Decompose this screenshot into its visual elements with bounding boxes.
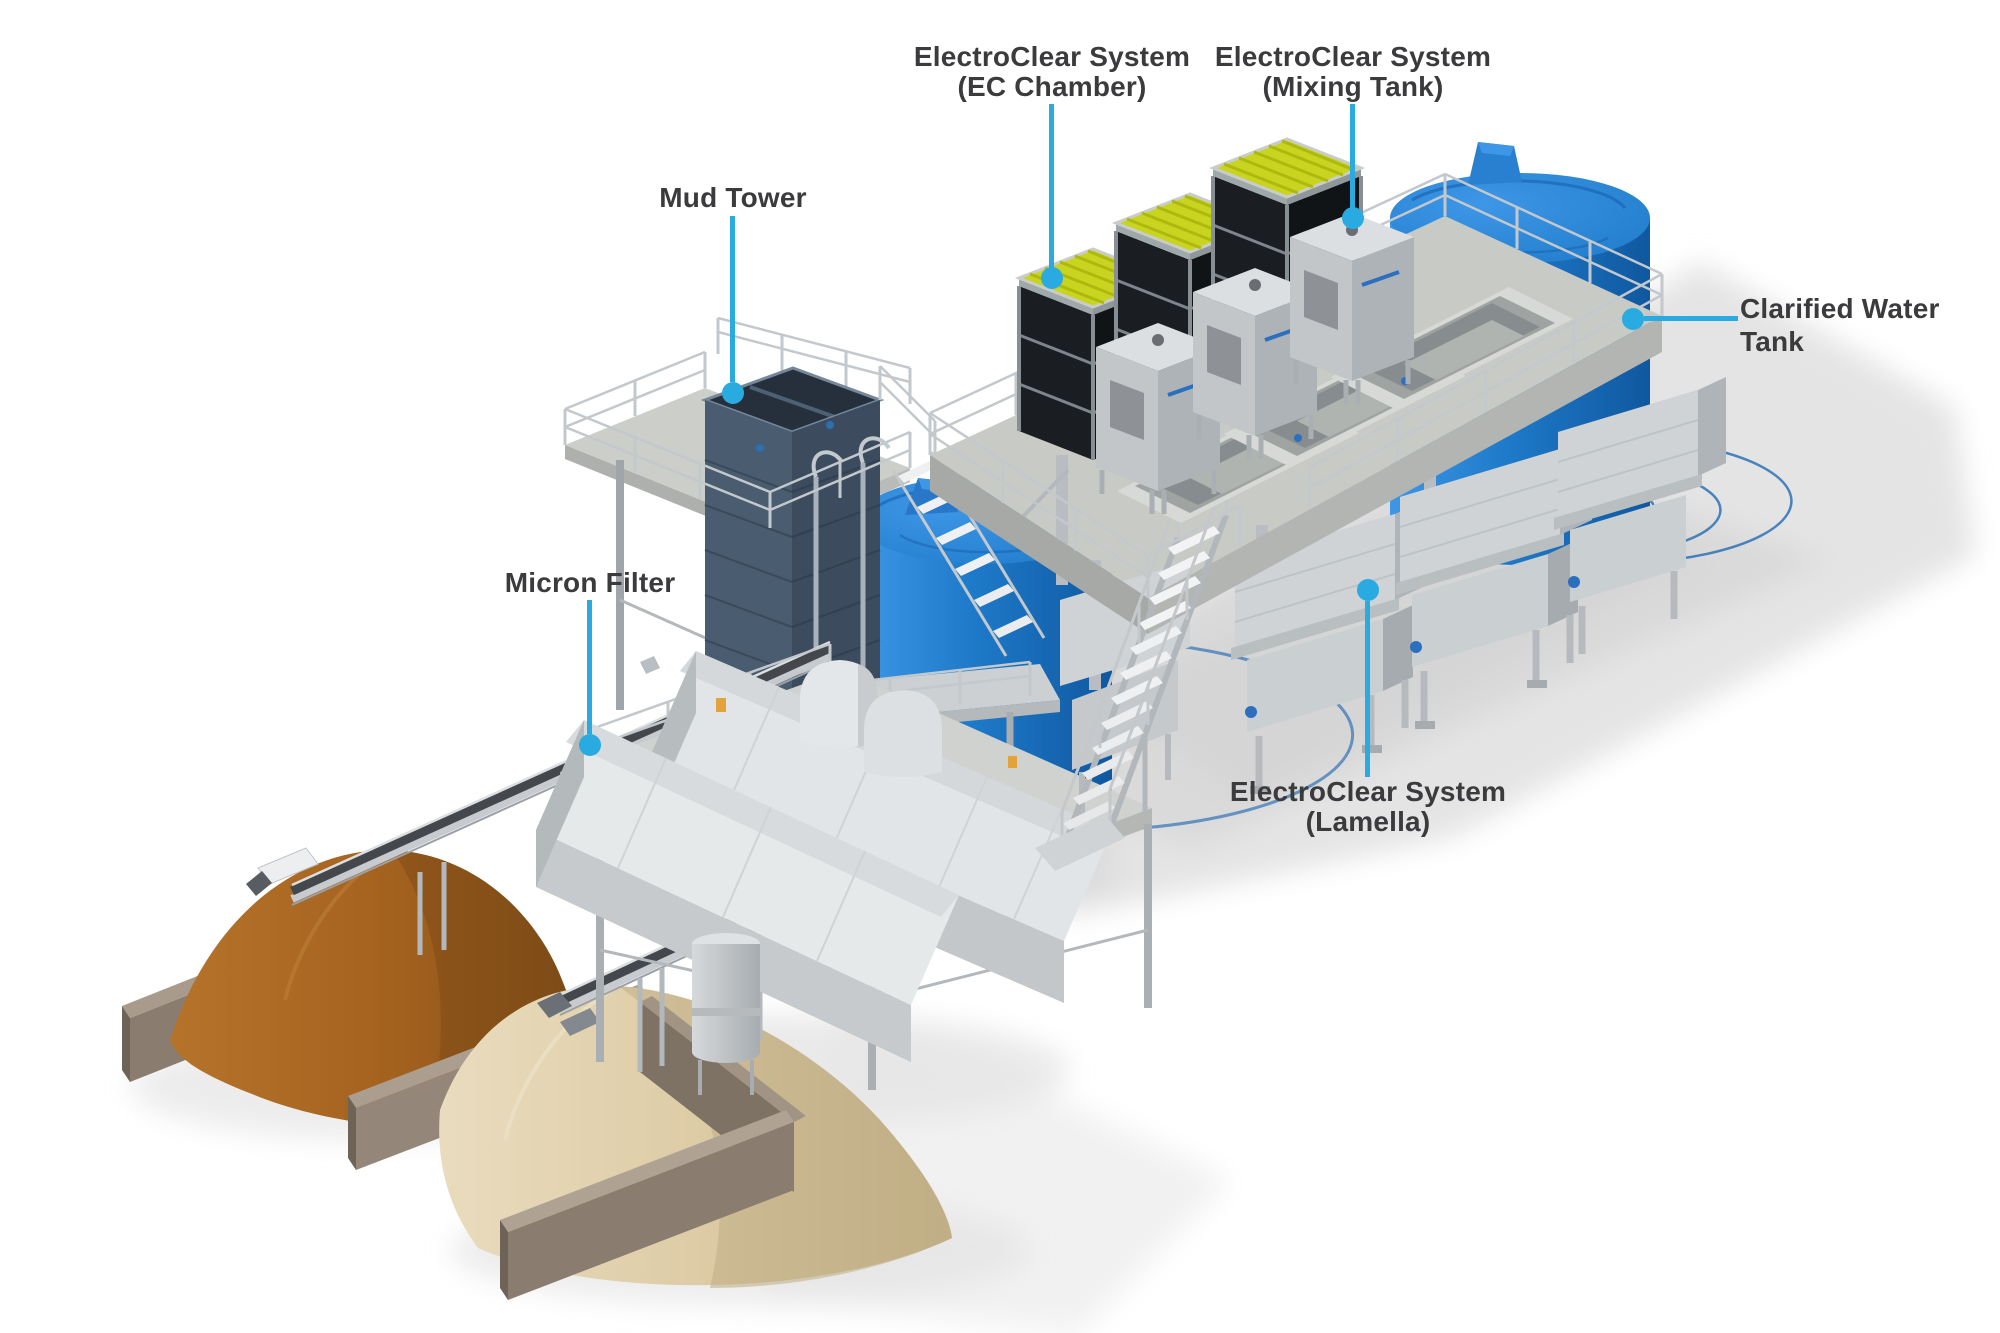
leader-mud-tower — [730, 216, 735, 382]
dot-mud-tower — [722, 382, 744, 404]
label-ec-chamber-line2: (EC Chamber) — [957, 71, 1147, 102]
label-lamella-line2: (Lamella) — [1305, 806, 1431, 837]
label-clarified-water-tank: Clarified Water Tank — [1740, 292, 2000, 358]
dot-mixing-tank — [1342, 207, 1364, 229]
label-mud-tower-text: Mud Tower — [659, 182, 807, 213]
label-mud-tower: Mud Tower — [583, 183, 883, 213]
lamella-unit — [1554, 377, 1726, 654]
label-clarified-water-tank-line1: Clarified Water — [1740, 293, 1940, 324]
label-lamella: ElectroClear System (Lamella) — [1218, 777, 1518, 837]
dot-lamella — [1357, 579, 1379, 601]
label-micron-filter-text: Micron Filter — [504, 567, 676, 598]
leader-ec-chamber — [1049, 104, 1054, 270]
mixing-tank-unit — [1193, 268, 1317, 459]
leader-micron-filter — [587, 600, 592, 734]
trough-tank — [1331, 287, 1573, 409]
mixing-tanks — [1096, 213, 1414, 514]
label-ec-chamber-line1: ElectroClear System — [913, 41, 1191, 72]
tower-railings — [563, 350, 1046, 657]
mixing-tank-unit — [1290, 213, 1414, 404]
lamella-unit — [1231, 499, 1427, 794]
lamella-unit — [1396, 434, 1592, 729]
label-mixing-tank-line1: ElectroClear System — [1214, 41, 1492, 72]
trough-tanks — [1117, 287, 1573, 523]
leader-clarified-water-tank — [1644, 316, 1738, 321]
leader-lamella — [1365, 601, 1370, 777]
label-mixing-tank: ElectroClear System (Mixing Tank) — [1203, 42, 1503, 102]
micron-filter — [536, 642, 1152, 1095]
label-mixing-tank-line2: (Mixing Tank) — [1262, 71, 1444, 102]
mixing-tank-unit — [1096, 323, 1220, 514]
ec-platform — [928, 137, 1793, 871]
label-clarified-water-tank-line2: Tank — [1740, 326, 1805, 357]
dot-micron-filter — [579, 734, 601, 756]
label-ec-chamber: ElectroClear System (EC Chamber) — [902, 42, 1202, 102]
dot-clarified-water-tank — [1622, 308, 1644, 330]
label-lamella-line1: ElectroClear System — [1229, 776, 1507, 807]
leader-mixing-tank — [1350, 104, 1355, 208]
stockpiles — [122, 848, 952, 1300]
label-micron-filter: Micron Filter — [440, 568, 740, 598]
dot-ec-chamber — [1041, 267, 1063, 289]
